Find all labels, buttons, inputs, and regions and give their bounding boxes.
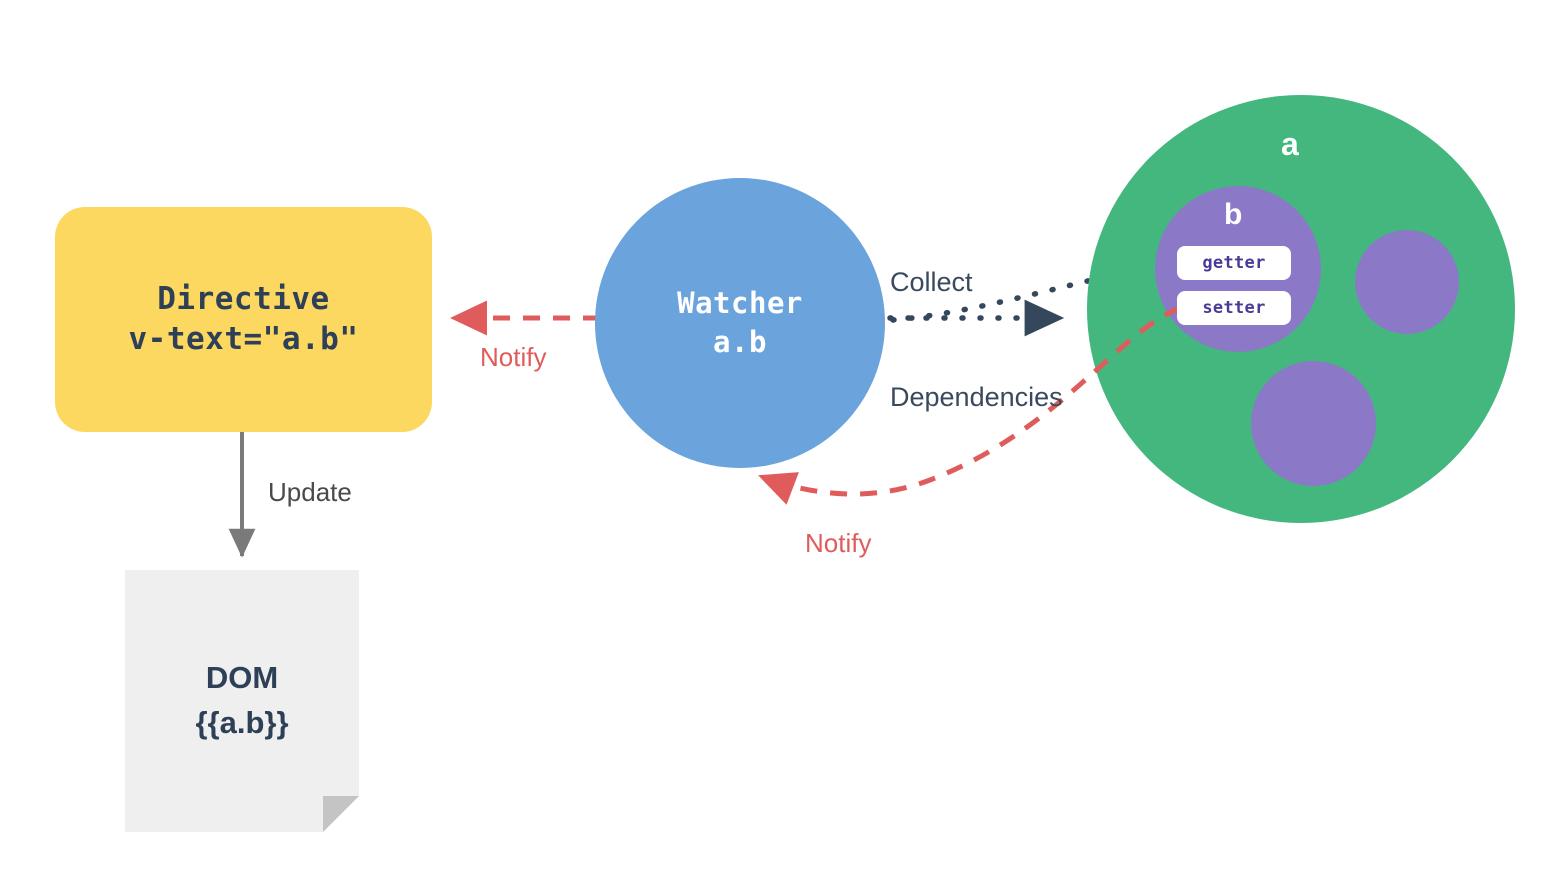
edge-collect-dependencies-curved (890, 251, 1173, 323)
directive-expression: v-text="a.b" (128, 320, 359, 357)
getter-pill[interactable]: getter (1177, 246, 1291, 280)
directive-node[interactable]: Directive v-text="a.b" (55, 207, 432, 432)
watcher-expression: a.b (713, 325, 767, 359)
edge-label-collect-dependencies: Collect Dependencies (890, 186, 1063, 493)
dom-node[interactable] (125, 570, 359, 832)
edge-notify-setter-to-watcher (758, 305, 1181, 505)
setter-label: setter (1202, 298, 1266, 318)
edge-label-notify-bottom: Notify (805, 528, 872, 558)
object-b-label: b (1224, 198, 1243, 231)
dom-doc-fold (323, 796, 359, 832)
object-a-label: a (1281, 126, 1299, 162)
edge-label-collect-line2: Dependencies (890, 381, 1063, 412)
edge-label-collect-line1: Collect (890, 266, 973, 297)
dom-doc-body (125, 570, 359, 832)
getter-label: getter (1202, 253, 1266, 273)
edge-label-notify-top: Notify (480, 342, 547, 372)
object-property-circle-right (1355, 230, 1459, 334)
directive-title: Directive (157, 280, 330, 317)
watcher-title: Watcher (677, 285, 803, 320)
setter-pill[interactable]: setter (1177, 291, 1291, 325)
watcher-node[interactable]: Watcher a.b (595, 178, 885, 468)
edge-label-update: Update (268, 477, 352, 507)
object-property-circle-bottom (1251, 361, 1376, 486)
